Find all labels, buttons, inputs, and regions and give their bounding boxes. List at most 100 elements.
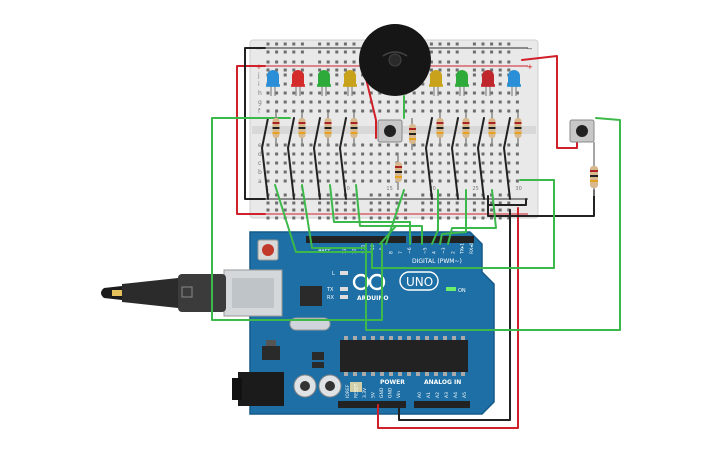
rail-hole[interactable] — [283, 60, 287, 64]
rail-hole[interactable] — [343, 60, 347, 64]
breadboard-hole[interactable] — [447, 179, 451, 183]
breadboard-hole[interactable] — [369, 91, 373, 95]
rail-hole[interactable] — [300, 193, 304, 197]
breadboard-hole[interactable] — [507, 91, 511, 95]
breadboard-hole[interactable] — [464, 109, 468, 113]
breadboard-hole[interactable] — [515, 152, 519, 156]
rail-hole[interactable] — [472, 193, 476, 197]
rail-hole[interactable] — [472, 201, 476, 205]
breadboard-hole[interactable] — [481, 152, 485, 156]
breadboard-hole[interactable] — [292, 143, 296, 147]
breadboard-hole[interactable] — [318, 143, 322, 147]
breadboard-hole[interactable] — [498, 109, 502, 113]
breadboard-hole[interactable] — [421, 91, 425, 95]
breadboard-hole[interactable] — [318, 179, 322, 183]
rail-hole[interactable] — [283, 201, 287, 205]
rail-hole[interactable] — [326, 216, 330, 220]
breadboard-hole[interactable] — [343, 152, 347, 156]
breadboard-hole[interactable] — [447, 143, 451, 147]
breadboard-hole[interactable] — [335, 82, 339, 86]
breadboard-hole[interactable] — [266, 143, 270, 147]
rail-hole[interactable] — [343, 68, 347, 72]
rail-hole[interactable] — [498, 216, 502, 220]
breadboard-hole[interactable] — [481, 179, 485, 183]
rail-hole[interactable] — [326, 68, 330, 72]
breadboard-hole[interactable] — [361, 100, 365, 104]
breadboard-hole[interactable] — [335, 100, 339, 104]
breadboard-hole[interactable] — [490, 109, 494, 113]
rail-hole[interactable] — [266, 68, 270, 72]
breadboard-hole[interactable] — [395, 143, 399, 147]
rail-hole[interactable] — [369, 208, 373, 212]
breadboard-hole[interactable] — [292, 161, 296, 165]
rail-hole[interactable] — [421, 208, 425, 212]
breadboard-hole[interactable] — [352, 109, 356, 113]
breadboard-hole[interactable] — [447, 91, 451, 95]
rail-hole[interactable] — [438, 50, 442, 54]
rail-hole[interactable] — [507, 216, 511, 220]
breadboard-hole[interactable] — [455, 179, 459, 183]
rail-hole[interactable] — [386, 208, 390, 212]
breadboard-hole[interactable] — [292, 91, 296, 95]
breadboard-hole[interactable] — [386, 152, 390, 156]
breadboard-hole[interactable] — [386, 179, 390, 183]
breadboard-hole[interactable] — [335, 152, 339, 156]
rail-hole[interactable] — [335, 208, 339, 212]
rail-hole[interactable] — [498, 60, 502, 64]
breadboard-hole[interactable] — [283, 179, 287, 183]
rail-hole[interactable] — [498, 208, 502, 212]
breadboard-hole[interactable] — [318, 152, 322, 156]
breadboard-hole[interactable] — [498, 179, 502, 183]
rail-hole[interactable] — [292, 201, 296, 205]
breadboard-hole[interactable] — [309, 152, 313, 156]
rail-hole[interactable] — [472, 216, 476, 220]
breadboard-hole[interactable] — [438, 109, 442, 113]
rail-hole[interactable] — [438, 42, 442, 46]
rail-hole[interactable] — [292, 50, 296, 54]
rail-hole[interactable] — [326, 60, 330, 64]
rail-hole[interactable] — [326, 50, 330, 54]
rail-hole[interactable] — [429, 68, 433, 72]
breadboard-hole[interactable] — [404, 143, 408, 147]
rail-hole[interactable] — [490, 201, 494, 205]
rail-hole[interactable] — [283, 193, 287, 197]
breadboard-hole[interactable] — [283, 100, 287, 104]
rail-hole[interactable] — [283, 50, 287, 54]
breadboard-hole[interactable] — [275, 100, 279, 104]
breadboard-hole[interactable] — [378, 91, 382, 95]
rail-hole[interactable] — [352, 42, 356, 46]
rail-hole[interactable] — [395, 216, 399, 220]
breadboard-hole[interactable] — [361, 91, 365, 95]
breadboard-hole[interactable] — [490, 91, 494, 95]
rail-hole[interactable] — [490, 42, 494, 46]
rail-hole[interactable] — [335, 60, 339, 64]
breadboard-hole[interactable] — [447, 82, 451, 86]
breadboard-hole[interactable] — [378, 152, 382, 156]
breadboard-hole[interactable] — [472, 73, 476, 77]
rail-hole[interactable] — [481, 208, 485, 212]
breadboard-hole[interactable] — [378, 143, 382, 147]
breadboard-hole[interactable] — [326, 161, 330, 165]
rail-hole[interactable] — [472, 50, 476, 54]
rail-hole[interactable] — [292, 208, 296, 212]
breadboard-hole[interactable] — [429, 179, 433, 183]
breadboard-hole[interactable] — [318, 170, 322, 174]
breadboard-hole[interactable] — [352, 161, 356, 165]
rail-hole[interactable] — [447, 216, 451, 220]
breadboard-hole[interactable] — [326, 100, 330, 104]
breadboard-hole[interactable] — [300, 152, 304, 156]
rail-hole[interactable] — [343, 208, 347, 212]
rail-hole[interactable] — [318, 60, 322, 64]
rail-hole[interactable] — [507, 50, 511, 54]
breadboard-hole[interactable] — [300, 91, 304, 95]
breadboard-hole[interactable] — [300, 161, 304, 165]
breadboard-hole[interactable] — [447, 100, 451, 104]
breadboard-hole[interactable] — [421, 82, 425, 86]
breadboard-hole[interactable] — [335, 143, 339, 147]
rail-hole[interactable] — [455, 216, 459, 220]
rail-hole[interactable] — [369, 201, 373, 205]
usb-plug-icon[interactable] — [101, 269, 283, 317]
breadboard-hole[interactable] — [283, 161, 287, 165]
breadboard-hole[interactable] — [438, 161, 442, 165]
